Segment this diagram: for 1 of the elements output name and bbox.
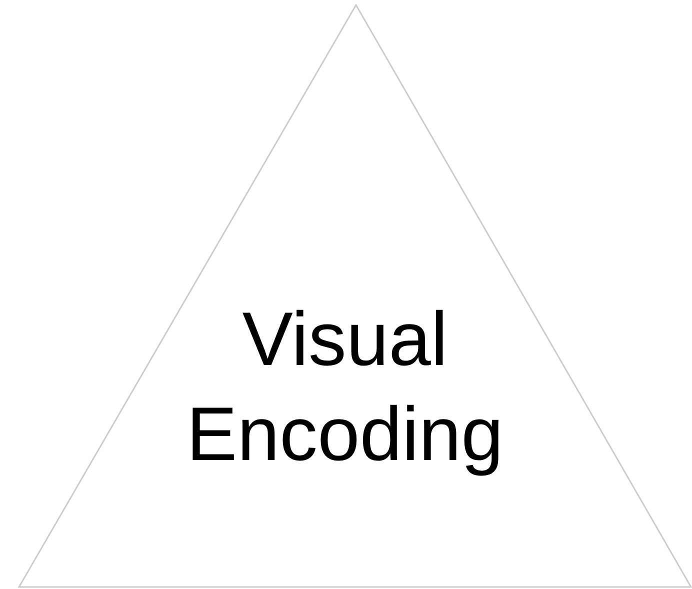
node-label: Visual Encoding	[186, 296, 504, 479]
